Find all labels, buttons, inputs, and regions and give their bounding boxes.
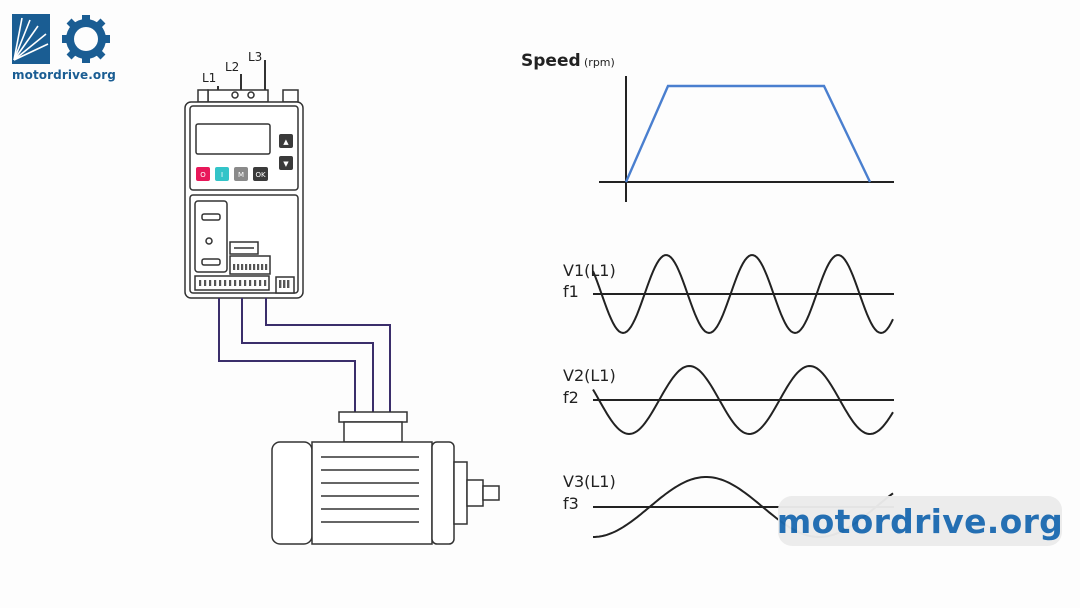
waveform-v1-freq: f1 (563, 282, 579, 301)
key-menu-label: M (238, 171, 244, 179)
key-on[interactable] (215, 167, 229, 181)
arrow-up-icon: ▲ (283, 138, 289, 146)
waveform-v2-voltage: V2(L1) (563, 366, 616, 385)
logo-text[interactable]: motordrive.org (12, 68, 116, 82)
drive-display (195, 123, 271, 155)
waveform-v2: V2(L1) f2 (563, 364, 894, 436)
speed-unit: (rpm) (584, 56, 615, 69)
motor (271, 411, 500, 545)
logo-rays-icon (13, 17, 49, 61)
waveform-v3-voltage: V3(L1) (563, 472, 616, 491)
logo (12, 14, 110, 64)
arrow-down-icon: ▼ (283, 160, 289, 168)
waveform-v3-freq: f3 (563, 494, 579, 513)
supply-label-l3: L3 (248, 50, 262, 64)
supply-label-l2: L2 (225, 60, 239, 74)
speed-title: Speed (521, 51, 581, 71)
key-up[interactable] (279, 134, 293, 148)
key-off[interactable] (196, 167, 210, 181)
key-down[interactable] (279, 156, 293, 170)
speed-chart: Speed (rpm) (521, 51, 894, 202)
vfd-drive (184, 89, 304, 299)
key-off-label: O (200, 171, 206, 179)
waveform-v1-curve (592, 254, 894, 335)
key-ok-label: OK (255, 171, 266, 179)
watermark: motordrive.org (776, 496, 1064, 546)
watermark-text: motordrive.org (776, 501, 1064, 541)
waveform-v2-freq: f2 (563, 388, 579, 407)
waveform-v1: V1(L1) f1 (563, 254, 894, 335)
supply-label-l1: L1 (202, 71, 216, 85)
speed-profile-line (624, 84, 872, 183)
key-ok[interactable] (253, 167, 268, 181)
drive-terminals (199, 264, 290, 288)
key-menu[interactable] (234, 167, 248, 181)
waveform-v1-voltage: V1(L1) (563, 261, 616, 280)
motor-cables (218, 298, 391, 415)
waveform-v2-curve (592, 364, 894, 436)
key-on-label: I (221, 171, 223, 179)
drive-keypad: O I M OK ▲ ▼ (196, 134, 293, 181)
